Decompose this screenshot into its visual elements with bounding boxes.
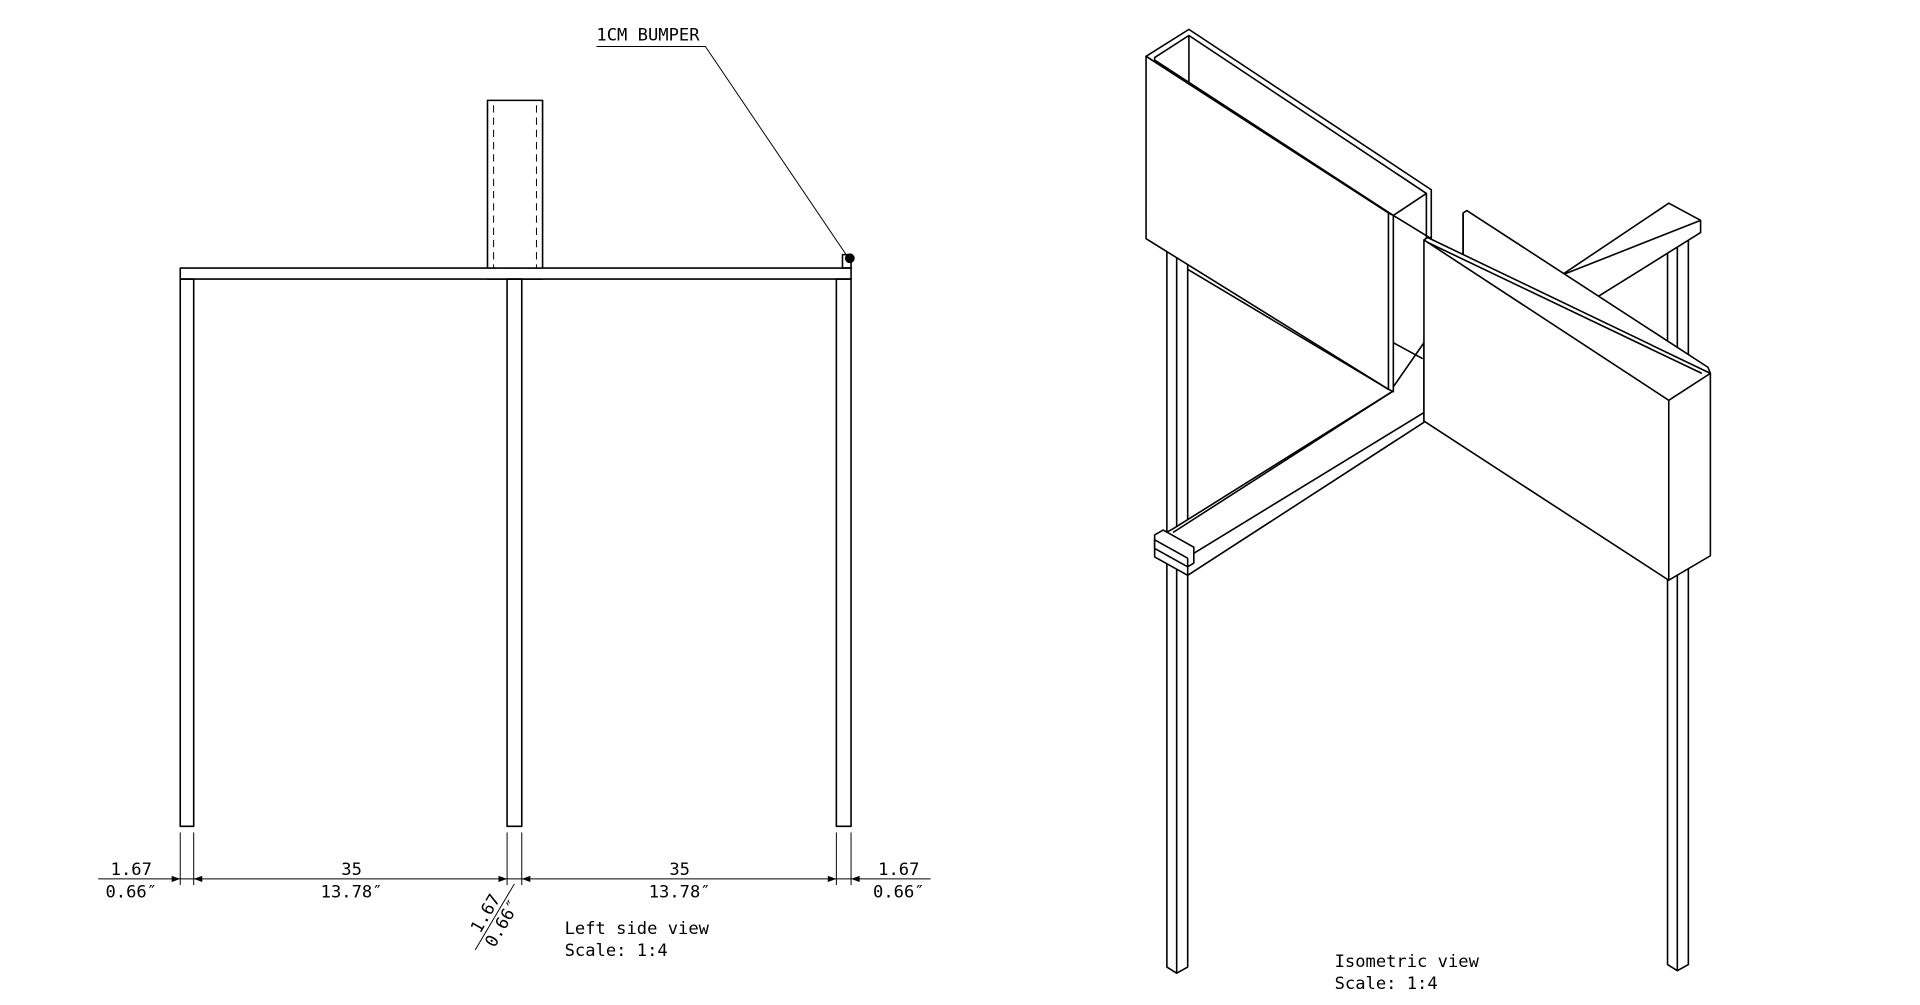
dim-right-metric: 1.67 <box>878 860 919 880</box>
dim-right-imperial: 0.66″ <box>873 882 925 902</box>
iso-arm-cap <box>1153 529 1195 568</box>
dim-middle: 1.67 0.66″ <box>467 891 524 951</box>
dim-middle-leader <box>474 883 515 951</box>
iso-left-panel <box>1145 28 1433 393</box>
right-leg <box>835 278 852 828</box>
iso-view-title: Isometric view <box>1335 952 1480 972</box>
iso-left-leg <box>1166 232 1189 974</box>
view-title: Left side view <box>565 919 710 939</box>
dimension-arrows <box>171 875 860 882</box>
dim-left-metric: 1.67 <box>111 860 152 880</box>
dim-span1-imperial: 13.78″ <box>321 882 383 902</box>
iso-top-beam <box>1560 202 1702 299</box>
extension-lines <box>179 832 852 886</box>
dim-span2-metric: 35 <box>669 860 690 880</box>
middle-leg <box>506 278 523 828</box>
dim-span2-imperial: 13.78″ <box>649 882 711 902</box>
dim-left-imperial: 0.66″ <box>105 882 157 902</box>
bumper-callout: 1CM BUMPER <box>596 25 700 45</box>
iso-view-scale: Scale: 1:4 <box>1335 974 1438 994</box>
top-bar <box>179 267 852 280</box>
dim-span1-metric: 35 <box>341 860 362 880</box>
left-side-view: 1CM BUMPER 1.67 0.66″ 35 13.78″ 35 13.78… <box>98 25 931 961</box>
callout-leader <box>596 46 850 259</box>
view-scale: Scale: 1:4 <box>565 941 668 961</box>
iso-right-panel <box>1423 209 1712 582</box>
left-leg <box>179 278 195 828</box>
iso-right-leg <box>1666 220 1690 972</box>
isometric-view: Isometric view Scale: 1:4 <box>1145 28 1712 994</box>
vertical-tube <box>486 99 544 280</box>
